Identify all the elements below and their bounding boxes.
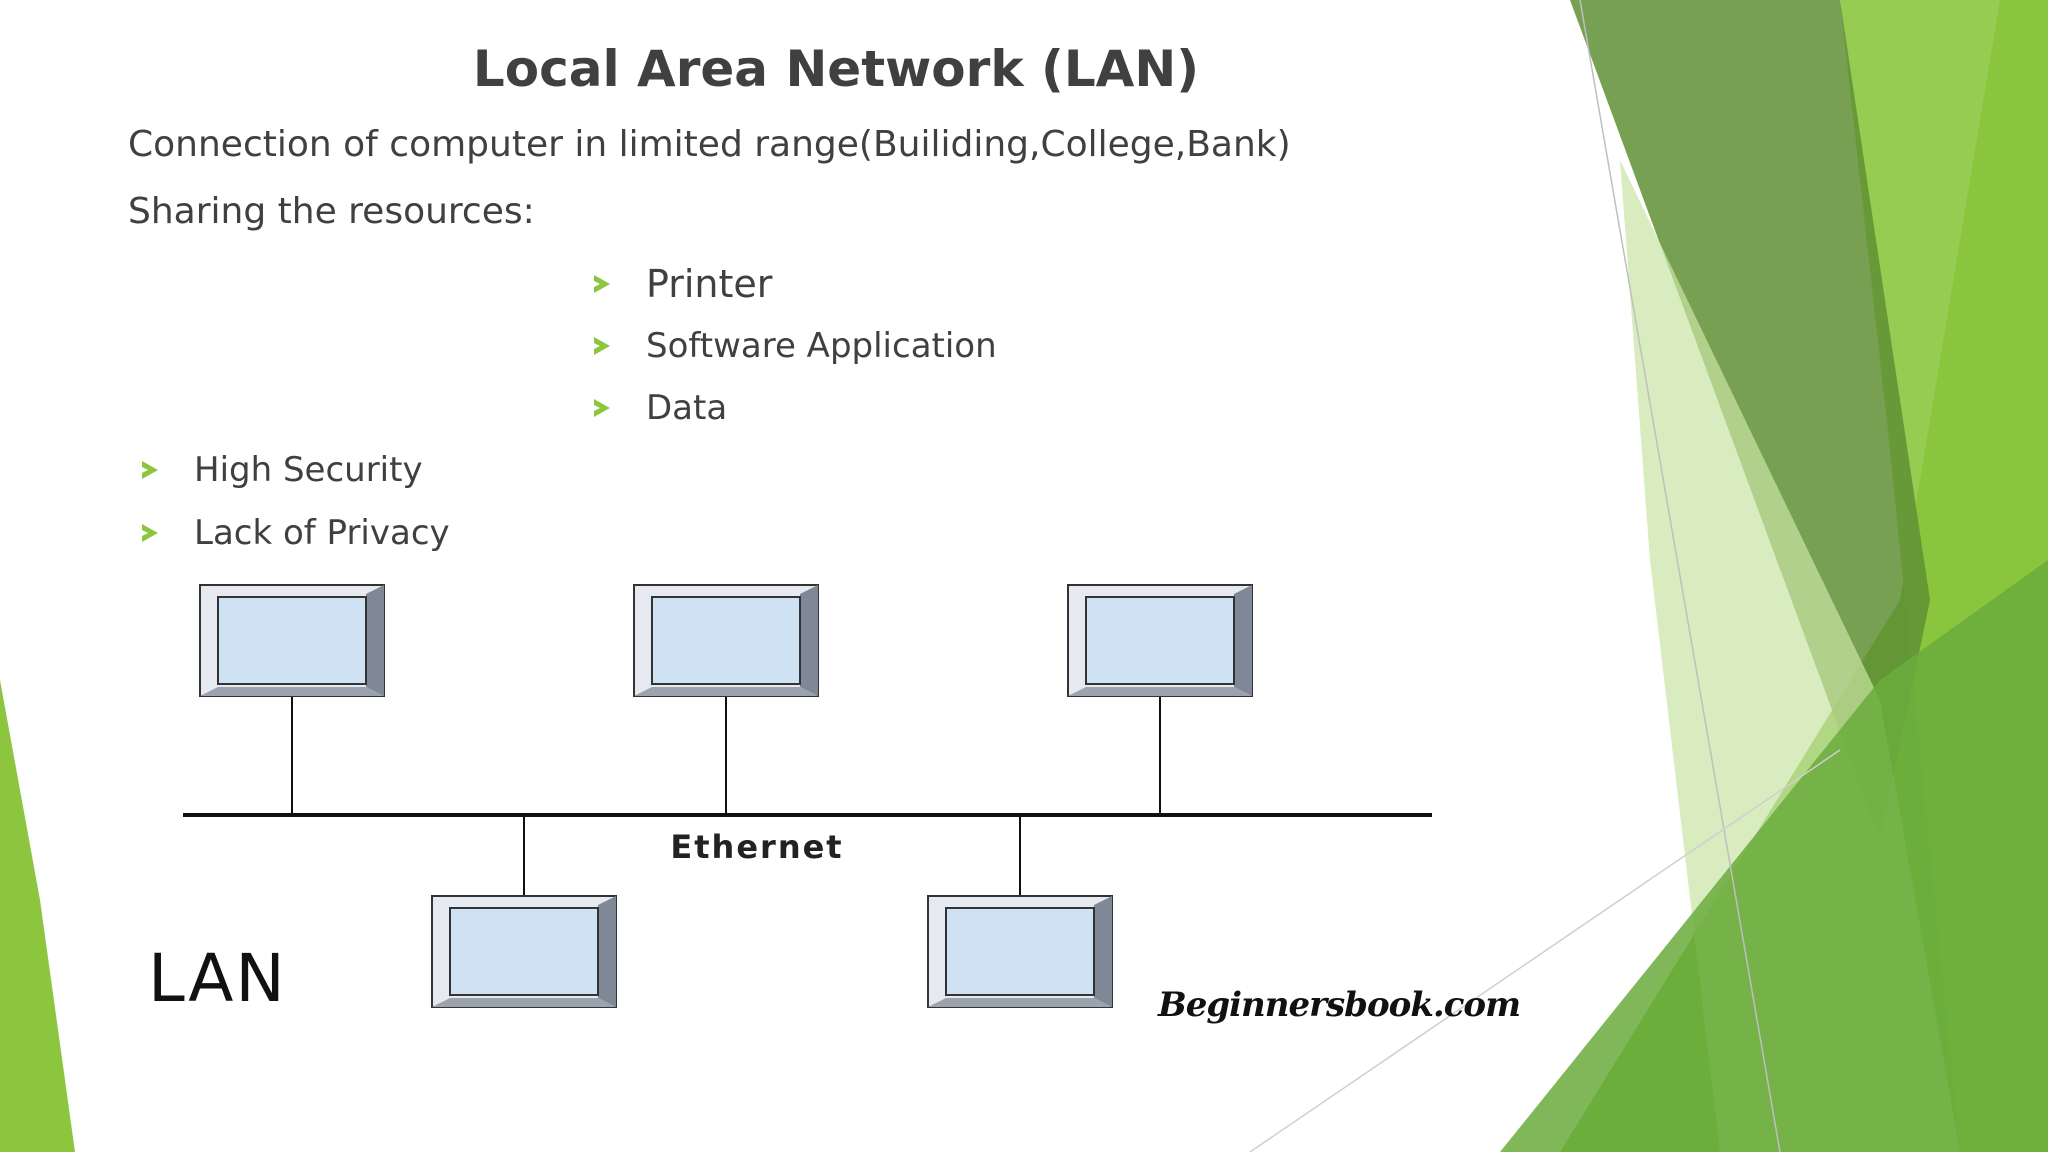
bg-thin-line-2 [1249, 749, 1841, 1152]
lan-label: LAN [148, 940, 287, 1017]
monitor-shade-bottom [1068, 687, 1252, 696]
computer-2 [633, 584, 819, 815]
bg-shape-green-left [0, 680, 75, 1152]
computer-3 [1067, 584, 1253, 815]
resource-item-printer: Printer [594, 262, 772, 306]
resource-item-software: Software Application [594, 326, 997, 366]
resource-item-data: Data [594, 388, 727, 428]
arrow-bullet-icon [594, 275, 610, 293]
description-line: Connection of computer in limited range(… [128, 124, 1291, 165]
monitor-shade-bottom [634, 687, 818, 696]
sharing-heading: Sharing the resources: [128, 191, 535, 232]
monitor-screen [1085, 596, 1235, 685]
computers-group [199, 584, 1253, 1008]
monitor-shade-right [800, 585, 818, 696]
bg-thin-line-1 [1579, 0, 1781, 1152]
monitor-shade-bottom [928, 998, 1112, 1007]
monitor-screen [217, 596, 367, 685]
monitor-shade-right [1094, 896, 1112, 1007]
arrow-bullet-icon [594, 337, 610, 355]
monitor-shade-bottom [200, 687, 384, 696]
arrow-bullet-icon [142, 461, 158, 479]
monitor-screen [449, 907, 599, 996]
ethernet-label: Ethernet [670, 828, 843, 866]
bg-shape-green-mid [1500, 560, 2048, 1152]
arrow-bullet-icon [142, 524, 158, 542]
monitor-shade-right [366, 585, 384, 696]
brand-watermark: Beginnersbook.com [1158, 985, 1521, 1025]
slide-title: Local Area Network (LAN) [472, 40, 1200, 98]
point-high-security: High Security [142, 450, 423, 490]
monitor-screen [651, 596, 801, 685]
monitor-shade-bottom [432, 998, 616, 1007]
computer-5 [927, 815, 1113, 1008]
arrow-bullet-icon [594, 399, 610, 417]
monitor-screen [945, 907, 1095, 996]
computer-1 [199, 584, 385, 815]
point-lack-of-privacy: Lack of Privacy [142, 513, 450, 553]
monitor-shade-right [1234, 585, 1252, 696]
computer-4 [431, 815, 617, 1008]
monitor-shade-right [598, 896, 616, 1007]
